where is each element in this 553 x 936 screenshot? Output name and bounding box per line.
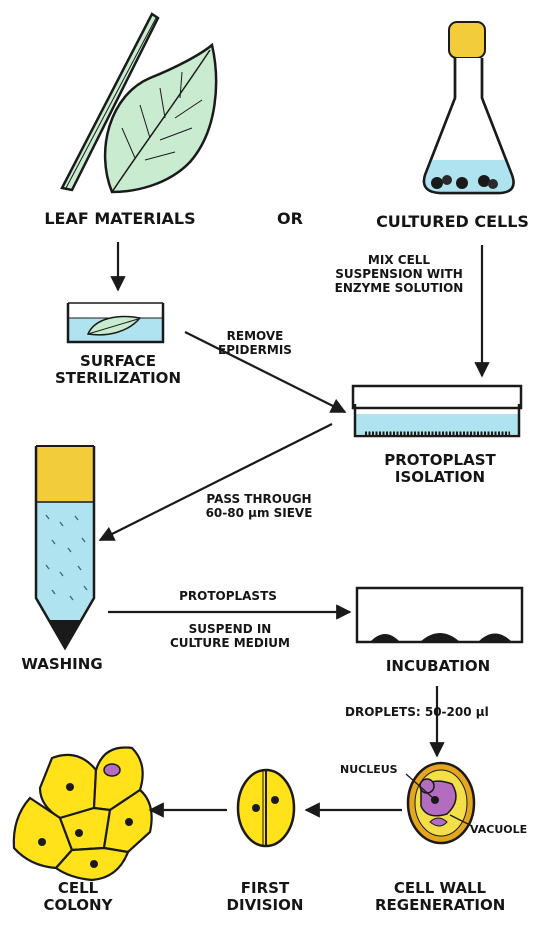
incubation-dish-icon (355, 586, 524, 644)
vacuole-label: VACUOLE (470, 823, 528, 836)
mix-cell-suspension-note: MIX CELL SUSPENSION WITH ENZYME SOLUTION (334, 253, 464, 295)
remove-epidermis-note: REMOVE EPIDERMIS (218, 329, 292, 357)
pass-through-sieve-note: PASS THROUGH 60-80 μm SIEVE (205, 492, 313, 520)
leaf-icon (103, 42, 218, 194)
washing-tube-icon (34, 445, 96, 651)
incubation-label: INCUBATION (385, 657, 491, 675)
grass-blade-icon (60, 12, 160, 192)
nucleus-label: NUCLEUS (340, 763, 398, 776)
regenerating-cell-icon (406, 761, 476, 845)
vacuole-pointer-line (449, 814, 473, 827)
or-label: OR (277, 209, 303, 228)
surface-sterilization-label: SURFACE STERILIZATION (55, 352, 181, 387)
nucleus-pointer-line (405, 773, 434, 799)
cell-colony-label: CELL COLONY (43, 879, 113, 914)
arrow-isolation-to-washing (98, 423, 333, 541)
washing-label: WASHING (21, 655, 103, 673)
suspend-in-medium-note: SUSPEND IN CULTURE MEDIUM (169, 622, 290, 650)
cell-colony-icon (12, 746, 153, 882)
protoplasts-note: PROTOPLASTS (179, 589, 277, 603)
sterilization-dish-icon (66, 302, 165, 344)
process-arrows (98, 242, 490, 827)
arrow-sterilization-to-isolation (184, 331, 347, 413)
droplets-note: DROPLETS: 50-200 μl (345, 705, 489, 719)
first-division-cell-icon (236, 768, 296, 848)
first-division-label: FIRST DIVISION (226, 879, 304, 914)
cultured-cells-label: CULTURED CELLS (376, 212, 529, 231)
leaf-materials-label: LEAF MATERIALS (44, 209, 196, 228)
cell-wall-regeneration-label: CELL WALL REGENERATION (375, 879, 506, 914)
protoplast-isolation-label: PROTOPLAST ISOLATION (384, 451, 496, 486)
isolation-dish-icon (351, 384, 523, 438)
culture-flask-icon (422, 21, 515, 195)
